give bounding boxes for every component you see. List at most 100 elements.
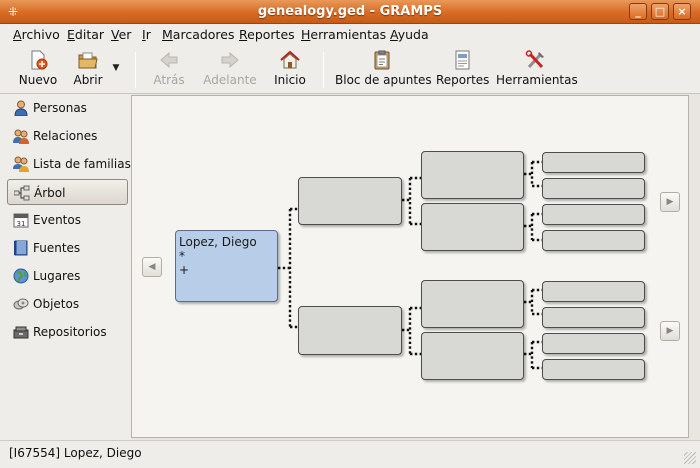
- toolbar-separator: [135, 52, 136, 88]
- person-birth: *: [179, 249, 185, 263]
- person-box-great-grandparent[interactable]: [542, 281, 645, 302]
- home-label: Inicio: [274, 73, 306, 87]
- home-button[interactable]: Inicio: [273, 50, 307, 92]
- sidebar-item-arbol[interactable]: Árbol: [7, 179, 128, 205]
- open-recent-dropdown[interactable]: ▼: [108, 50, 124, 92]
- chevron-down-icon: ▼: [112, 63, 120, 73]
- menu-reportes[interactable]: Reportes: [239, 27, 295, 42]
- reports-label: Reportes: [436, 73, 490, 87]
- sidebar-item-label: Eventos: [33, 213, 81, 227]
- sidebar-item-lugares[interactable]: Lugares: [7, 263, 128, 289]
- relationship-icon: [13, 129, 29, 144]
- forward-arrow-icon: [221, 51, 239, 69]
- new-icon: [31, 50, 48, 70]
- navigate-child-button[interactable]: ◀: [142, 257, 162, 277]
- forward-button[interactable]: Adelante: [203, 50, 257, 92]
- person-name: Lopez, Diego: [179, 235, 257, 249]
- resize-grip[interactable]: [684, 452, 696, 464]
- person-box-great-grandparent[interactable]: [542, 333, 645, 354]
- open-button[interactable]: Abrir: [70, 50, 106, 92]
- person-box-great-grandparent[interactable]: [542, 359, 645, 380]
- calendar-icon: 31: [13, 213, 29, 228]
- person-box-great-grandparent[interactable]: [542, 152, 645, 173]
- chevron-right-icon: ▶: [666, 197, 674, 207]
- navigate-father-ancestors-button[interactable]: ▶: [660, 192, 680, 212]
- window-menu-icon[interactable]: ⁜: [7, 5, 19, 19]
- sidebar-item-label: Relaciones: [33, 129, 98, 143]
- sidebar-item-personas[interactable]: Personas: [7, 95, 128, 121]
- clipboard-label: Bloc de apuntes: [335, 73, 432, 87]
- open-icon: [78, 52, 98, 69]
- person-box-grandparent[interactable]: [421, 151, 524, 199]
- sidebar-item-label: Objetos: [33, 297, 80, 311]
- person-box-great-grandparent[interactable]: [542, 307, 645, 328]
- sidebar-item-objetos[interactable]: Objetos: [7, 291, 128, 317]
- sidebar-item-label: Personas: [33, 101, 87, 115]
- tools-label: Herramientas: [496, 73, 578, 87]
- menu-bar: Archivo Editar Ver Ir Marcadores Reporte…: [0, 24, 700, 46]
- person-box-great-grandparent[interactable]: [542, 178, 645, 199]
- svg-text:31: 31: [17, 220, 26, 228]
- person-box-grandparent[interactable]: [421, 203, 524, 251]
- person-death: +: [179, 263, 190, 277]
- person-icon: [14, 100, 28, 116]
- person-box-grandparent[interactable]: [421, 332, 524, 380]
- sidebar-item-label: Lugares: [33, 269, 81, 283]
- chevron-left-icon: ◀: [148, 262, 156, 272]
- report-icon: [455, 50, 470, 70]
- menu-archivo[interactable]: Archivo: [13, 27, 60, 42]
- clipboard-button[interactable]: Bloc de apuntes: [335, 50, 432, 92]
- menu-marcadores[interactable]: Marcadores: [162, 27, 235, 42]
- menu-ver[interactable]: Ver: [111, 27, 132, 42]
- reports-button[interactable]: Reportes: [436, 50, 490, 92]
- menu-herramientas[interactable]: Herramientas: [301, 27, 387, 42]
- sidebar-item-label: Repositorios: [33, 325, 107, 339]
- toolbar: Nuevo Abrir ▼ Atrás Adelante Inicio: [0, 46, 700, 94]
- sidebar-item-relaciones[interactable]: Relaciones: [7, 123, 128, 149]
- menu-ir[interactable]: Ir: [142, 27, 151, 42]
- family-icon: [13, 156, 29, 172]
- new-label: Nuevo: [18, 73, 58, 87]
- close-button[interactable]: ×: [673, 3, 691, 20]
- toolbar-separator: [323, 52, 324, 88]
- status-text: [I67554] Lopez, Diego: [9, 446, 142, 460]
- sidebar-item-label: Lista de familias: [33, 157, 131, 171]
- sidebar-item-repositorios[interactable]: Repositorios: [7, 319, 128, 345]
- new-button[interactable]: Nuevo: [18, 50, 58, 92]
- home-icon: [280, 50, 300, 69]
- forward-label: Adelante: [203, 73, 257, 87]
- open-label: Abrir: [73, 73, 103, 87]
- tools-button[interactable]: Herramientas: [496, 50, 578, 92]
- menu-editar[interactable]: Editar: [67, 27, 105, 42]
- sidebar-item-lista-de-familias[interactable]: Lista de familias: [7, 151, 131, 177]
- pedigree-connectors: [278, 160, 542, 370]
- window-title: genealogy.ged - GRAMPS: [257, 4, 443, 19]
- back-arrow-icon: [160, 51, 178, 69]
- title-bar: ⁜ genealogy.ged - GRAMPS _ □ ×: [0, 0, 700, 24]
- sidebar: Personas Relaciones Lista de familias Ár…: [0, 94, 132, 440]
- sidebar-item-eventos[interactable]: 31 Eventos: [7, 207, 128, 233]
- person-box-grandparent[interactable]: [421, 280, 524, 328]
- sidebar-item-fuentes[interactable]: Fuentes: [7, 235, 128, 261]
- chevron-right-icon: ▶: [666, 326, 674, 336]
- tree-icon: [14, 185, 30, 201]
- clipboard-icon: [374, 50, 390, 70]
- person-box-mother[interactable]: [298, 306, 402, 355]
- menu-ayuda[interactable]: Ayuda: [390, 27, 429, 42]
- sidebar-item-label: Fuentes: [33, 241, 81, 255]
- person-box-great-grandparent[interactable]: [542, 204, 645, 225]
- person-box-father[interactable]: [298, 177, 402, 225]
- book-icon: [14, 240, 28, 256]
- sidebar-item-label: Árbol: [34, 186, 66, 200]
- globe-icon: [13, 268, 29, 284]
- person-box-great-grandparent[interactable]: [542, 230, 645, 251]
- maximize-button[interactable]: □: [651, 3, 669, 20]
- back-label: Atrás: [153, 73, 185, 87]
- media-objects-icon: [13, 298, 29, 310]
- status-bar: [I67554] Lopez, Diego: [0, 440, 700, 468]
- tools-icon: [525, 50, 544, 69]
- person-box-root[interactable]: Lopez, Diego * +: [175, 230, 278, 302]
- back-button[interactable]: Atrás: [150, 50, 188, 92]
- navigate-mother-ancestors-button[interactable]: ▶: [660, 321, 680, 341]
- minimize-button[interactable]: _: [629, 3, 647, 20]
